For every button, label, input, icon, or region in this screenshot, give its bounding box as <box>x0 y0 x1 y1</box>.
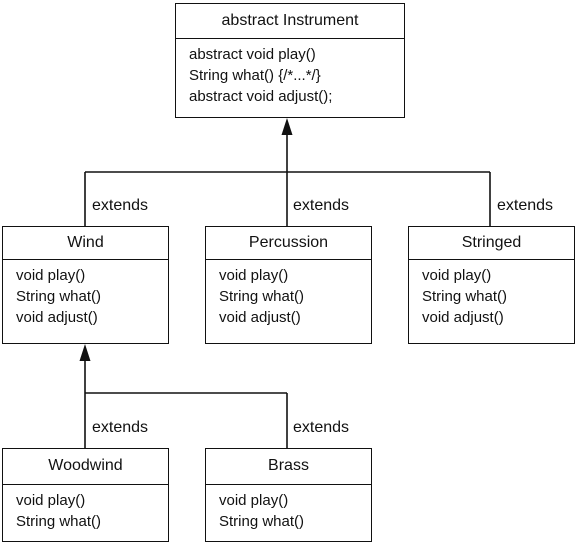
method-item: String what() <box>16 288 102 305</box>
wind-arrowhead <box>79 344 91 361</box>
class-methods-wind: void play() String what() void adjust() <box>3 260 168 328</box>
class-box-stringed: Stringed void play() String what() void … <box>408 226 575 344</box>
method-item: String what() <box>16 513 102 530</box>
class-name-woodwind: Woodwind <box>3 449 168 485</box>
class-box-instrument: abstract Instrument abstract void play()… <box>175 3 405 118</box>
method-item: void play() <box>219 267 289 284</box>
class-methods-percussion: void play() String what() void adjust() <box>206 260 371 328</box>
class-name-instrument: abstract Instrument <box>176 4 404 39</box>
method-item: void play() <box>16 492 86 509</box>
wind-extends-label: extends <box>92 197 149 214</box>
method-item: String what() <box>422 288 508 305</box>
class-box-brass: Brass void play() String what() <box>205 448 372 542</box>
stringed-extends-label: extends <box>497 197 554 214</box>
class-name-percussion: Percussion <box>206 227 371 260</box>
method-item: void adjust() <box>219 309 301 326</box>
class-name-stringed: Stringed <box>409 227 574 260</box>
class-methods-brass: void play() String what() <box>206 485 371 532</box>
method-item: abstract void adjust(); <box>189 88 333 105</box>
class-name-brass: Brass <box>206 449 371 485</box>
method-item: void adjust() <box>16 309 98 326</box>
class-box-woodwind: Woodwind void play() String what() <box>2 448 169 542</box>
method-item: void play() <box>422 267 492 284</box>
woodwind-extends-label: extends <box>92 419 149 436</box>
class-methods-woodwind: void play() String what() <box>3 485 168 532</box>
brass-extends-label: extends <box>293 419 350 436</box>
class-name-wind: Wind <box>3 227 168 260</box>
class-box-wind: Wind void play() String what() void adju… <box>2 226 169 344</box>
method-item: String what() <box>219 513 305 530</box>
method-item: abstract void play() <box>189 46 316 63</box>
class-methods-instrument: abstract void play() String what() {/*..… <box>176 39 404 107</box>
method-item: String what() {/*...*/} <box>189 67 321 84</box>
method-item: void play() <box>219 492 289 509</box>
method-item: void adjust() <box>422 309 504 326</box>
class-box-percussion: Percussion void play() String what() voi… <box>205 226 372 344</box>
instrument-arrowhead <box>281 118 293 135</box>
percussion-extends-label: extends <box>293 197 350 214</box>
method-item: void play() <box>16 267 86 284</box>
method-item: String what() <box>219 288 305 305</box>
class-methods-stringed: void play() String what() void adjust() <box>409 260 574 328</box>
